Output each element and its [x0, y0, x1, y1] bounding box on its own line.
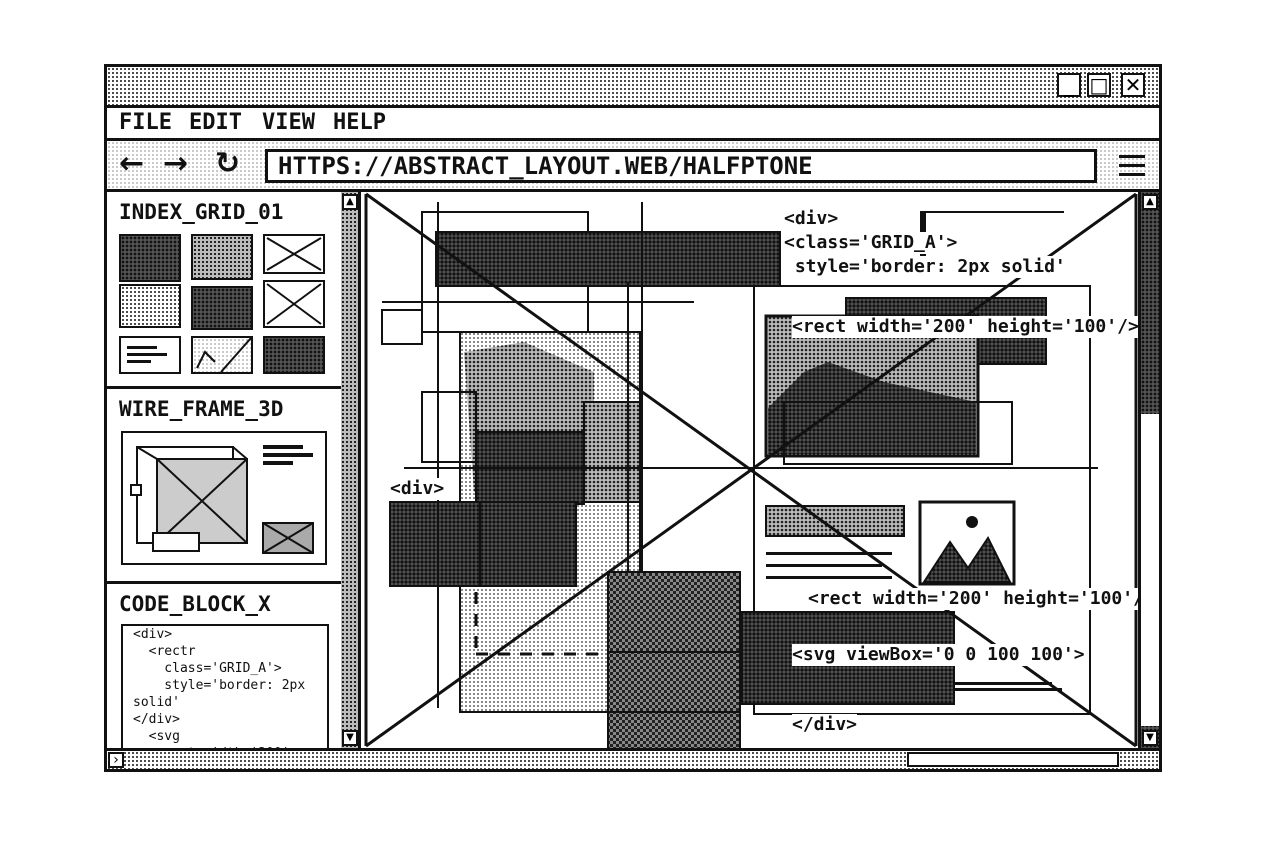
code-label: <div> — [784, 208, 839, 230]
menu-edit[interactable]: EDIT — [189, 110, 242, 135]
title-bar[interactable]: _ □ ✕ — [107, 67, 1159, 108]
code-label: <rect width='200' height='100'/> — [792, 316, 1138, 338]
scroll-thumb[interactable] — [1141, 414, 1159, 726]
code-label: </div> — [792, 714, 858, 736]
reload-icon[interactable]: ↻ — [215, 146, 241, 181]
address-bar: ← → ↻ HTTPS://ABSTRACT_LAYOUT.WEB/HALFPT… — [107, 141, 1159, 192]
right-scrollbar[interactable]: ▲ ▼ — [1138, 192, 1159, 748]
wireframe-composition — [364, 192, 1138, 748]
url-input[interactable]: HTTPS://ABSTRACT_LAYOUT.WEB/HALFPTONE — [265, 149, 1097, 183]
code-line: </div> — [133, 712, 180, 727]
panel-title: WIRE_FRAME_3D — [119, 397, 284, 421]
code-line: <svg — [133, 729, 180, 744]
code-block[interactable]: <div> <rectr class='GRID_A'> style='bord… — [121, 624, 329, 754]
scroll-up-icon[interactable]: ▲ — [342, 194, 358, 210]
scroll-down-icon[interactable]: ▼ — [1142, 730, 1158, 746]
code-label: <div> — [390, 478, 445, 500]
code-line: class='GRID_A'> — [133, 661, 282, 676]
grid-thumbnail[interactable] — [191, 286, 253, 330]
code-label: <svg viewBox='0 0 100 100'> — [792, 644, 1085, 666]
image-placeholder-icon — [266, 283, 322, 325]
maximize-button[interactable]: □ — [1087, 73, 1111, 97]
image-placeholder-icon — [196, 337, 252, 373]
scroll-thumb[interactable] — [907, 752, 1119, 767]
panel-title: INDEX_GRID_01 — [119, 200, 284, 224]
grid-thumbnail[interactable] — [119, 336, 181, 374]
panel-wire-frame: WIRE_FRAME_3D — [107, 389, 341, 584]
code-label: style='border: 2px solid' — [784, 256, 1077, 278]
panel-code-block: CODE_BLOCK_X <div> <rectr class='GRID_A'… — [107, 584, 341, 754]
menu-file[interactable]: FILE — [119, 110, 172, 135]
scroll-up-icon[interactable]: ▲ — [1142, 194, 1158, 210]
close-button[interactable]: ✕ — [1121, 73, 1145, 97]
code-line: <div> — [133, 627, 173, 642]
scroll-down-icon[interactable]: ▼ — [342, 730, 358, 746]
wireframe-cube-icon — [130, 445, 314, 554]
grid-thumbnail[interactable] — [263, 280, 325, 328]
code-line: style='border: 2px — [133, 678, 306, 693]
grid-thumbnail[interactable] — [191, 336, 253, 374]
minimize-button[interactable]: _ — [1057, 73, 1081, 97]
code-line: solid' — [133, 695, 180, 710]
wireframe-preview[interactable] — [121, 431, 327, 565]
code-line: <rectr — [133, 644, 196, 659]
grid-thumbnail[interactable] — [263, 234, 325, 274]
panel-title: CODE_BLOCK_X — [119, 592, 271, 616]
code-label: <rect width='200' height='100'/> — [808, 588, 1138, 610]
bottom-scrollbar[interactable]: › — [107, 748, 1159, 769]
scroll-right-icon[interactable]: › — [108, 752, 124, 768]
code-label: <class='GRID_A'> — [784, 232, 958, 254]
grid-thumbnail[interactable] — [263, 336, 325, 374]
menu-view[interactable]: VIEW — [262, 110, 315, 135]
layout-canvas[interactable]: <div> <class='GRID_A'> style='border: 2p… — [364, 192, 1138, 748]
panel-index-grid: INDEX_GRID_01 — [107, 192, 341, 389]
text-lines-icon — [127, 346, 167, 363]
menu-bar: FILE EDIT VIEW HELP — [107, 108, 1159, 141]
sidebar: INDEX_GRID_01 WIRE_FRAME_3D — [107, 192, 344, 754]
grid-thumbnail[interactable] — [191, 234, 253, 280]
back-arrow-icon[interactable]: ← — [119, 146, 145, 181]
menu-help[interactable]: HELP — [333, 110, 386, 135]
grid-thumbnail[interactable] — [119, 234, 181, 282]
browser-window: _ □ ✕ FILE EDIT VIEW HELP ← → ↻ HTTPS://… — [104, 64, 1162, 772]
forward-arrow-icon[interactable]: → — [163, 146, 189, 181]
grid-thumbnail[interactable] — [119, 284, 181, 328]
hamburger-menu-icon[interactable] — [1119, 155, 1145, 177]
image-placeholder-icon — [266, 237, 322, 271]
sidebar-scrollbar[interactable]: ▲ ▼ — [341, 192, 361, 748]
